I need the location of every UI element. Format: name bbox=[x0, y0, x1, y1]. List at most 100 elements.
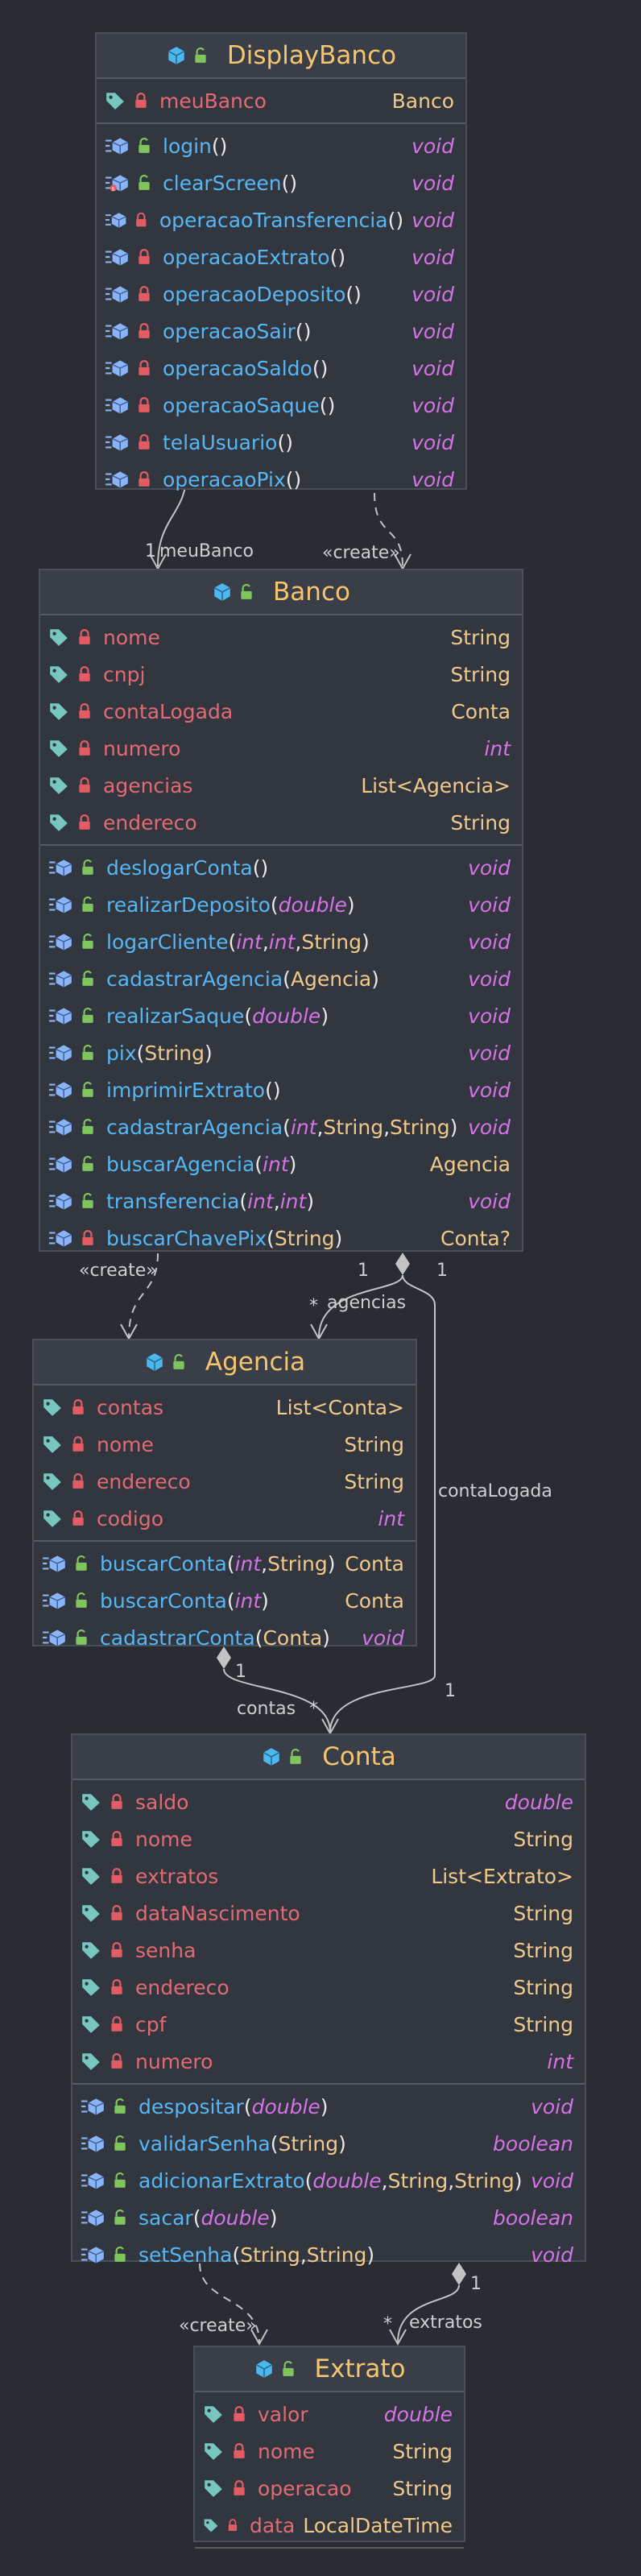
public-lock-icon bbox=[113, 2135, 127, 2151]
public-lock-icon bbox=[137, 175, 151, 191]
method-row[interactable]: operacaoSaque()void bbox=[97, 387, 465, 424]
attribute-type: List<Conta> bbox=[275, 1395, 404, 1419]
paren-close: ) bbox=[371, 967, 379, 991]
method-row[interactable]: operacaoDeposito()void bbox=[97, 275, 465, 313]
attribute-name: nome bbox=[103, 625, 160, 649]
method-row[interactable]: despositar(double)void bbox=[72, 2088, 585, 2125]
class-name: Extrato bbox=[314, 2354, 406, 2383]
paren-open: ( bbox=[254, 1152, 263, 1176]
paren-open: ( bbox=[211, 134, 220, 158]
field-tag-icon bbox=[48, 776, 69, 795]
method-row[interactable]: validarSenha(String)boolean bbox=[72, 2125, 585, 2162]
method-row[interactable]: realizarSaque(double)void bbox=[40, 997, 522, 1034]
method-row[interactable]: operacaoSair()void bbox=[97, 313, 465, 350]
method-icon bbox=[105, 284, 130, 304]
method-icon bbox=[48, 1117, 74, 1137]
field-tag-icon bbox=[105, 91, 126, 110]
method-row[interactable]: deslogarConta()void bbox=[40, 849, 522, 886]
attribute-type: String bbox=[513, 1901, 573, 1925]
parameter-type: int bbox=[247, 1189, 274, 1213]
method-row[interactable]: logarCliente(int, int, String)void bbox=[40, 923, 522, 960]
method-icon bbox=[48, 1228, 74, 1248]
method-row[interactable]: operacaoTransferencia()void bbox=[97, 201, 465, 238]
param-separator: , bbox=[295, 930, 302, 954]
paren-open: ( bbox=[226, 1551, 235, 1576]
method-icon bbox=[42, 1554, 68, 1573]
svg-text:s: s bbox=[112, 185, 115, 193]
method-row[interactable]: cadastrarAgencia(int, String, String)voi… bbox=[40, 1108, 522, 1145]
method-row[interactable]: buscarConta(int)Conta bbox=[34, 1582, 416, 1619]
paren-close: ) bbox=[337, 245, 346, 269]
method-row[interactable]: adicionarExtrato(double, String, String)… bbox=[72, 2162, 585, 2199]
return-type: void bbox=[411, 171, 454, 195]
param-separator: , bbox=[261, 1551, 268, 1576]
method-row[interactable]: buscarAgencia(int)Agencia bbox=[40, 1145, 522, 1182]
method-row[interactable]: operacaoExtrato()void bbox=[97, 238, 465, 275]
class-icon bbox=[144, 1352, 165, 1373]
class-name: DisplayBanco bbox=[226, 41, 397, 70]
class-name: Banco bbox=[273, 578, 350, 607]
attribute-row[interactable]: contas List<Conta> bbox=[34, 1389, 416, 1426]
public-lock-icon bbox=[137, 138, 151, 154]
paren-open: ( bbox=[228, 930, 237, 954]
method-row[interactable]: telaUsuario()void bbox=[97, 424, 465, 461]
paren-open: ( bbox=[345, 282, 354, 306]
method-row[interactable]: buscarChavePix(String)Conta? bbox=[40, 1220, 522, 1257]
attribute-type: double bbox=[383, 2402, 453, 2426]
method-row[interactable]: cadastrarAgencia(Agencia)void bbox=[40, 960, 522, 997]
method-row[interactable]: setSenha(String, String)void bbox=[72, 2236, 585, 2273]
method-row[interactable]: realizarDeposito(double)void bbox=[40, 886, 522, 923]
parameter-type: double bbox=[252, 1004, 321, 1028]
attribute-name: contas bbox=[97, 1395, 164, 1419]
edge-label: 1 bbox=[235, 1662, 246, 1682]
paren-open: ( bbox=[243, 2094, 252, 2118]
method-row[interactable]: login()void bbox=[97, 127, 465, 164]
method-row[interactable]: transferencia(int, int)void bbox=[40, 1182, 522, 1220]
method-row[interactable]: cadastrarConta(Conta)void bbox=[34, 1619, 416, 1656]
method-icon bbox=[105, 358, 130, 378]
method-row[interactable]: operacaoSaldo()void bbox=[97, 350, 465, 387]
return-type: void bbox=[468, 855, 511, 880]
method-row[interactable]: operacaoPix()void bbox=[97, 461, 465, 498]
method-row[interactable]: imprimirExtrato()void bbox=[40, 1071, 522, 1108]
method-row[interactable]: sacar(double)boolean bbox=[72, 2199, 585, 2236]
paren-open: ( bbox=[270, 892, 279, 917]
method-name: login bbox=[163, 134, 212, 158]
method-row[interactable]: buscarConta(int, String)Conta bbox=[34, 1545, 416, 1582]
public-lock-icon bbox=[113, 2172, 127, 2189]
public-lock-icon bbox=[288, 1749, 303, 1765]
method-row[interactable]: pix(String)void bbox=[40, 1034, 522, 1071]
method-name: buscarConta bbox=[100, 1551, 227, 1576]
